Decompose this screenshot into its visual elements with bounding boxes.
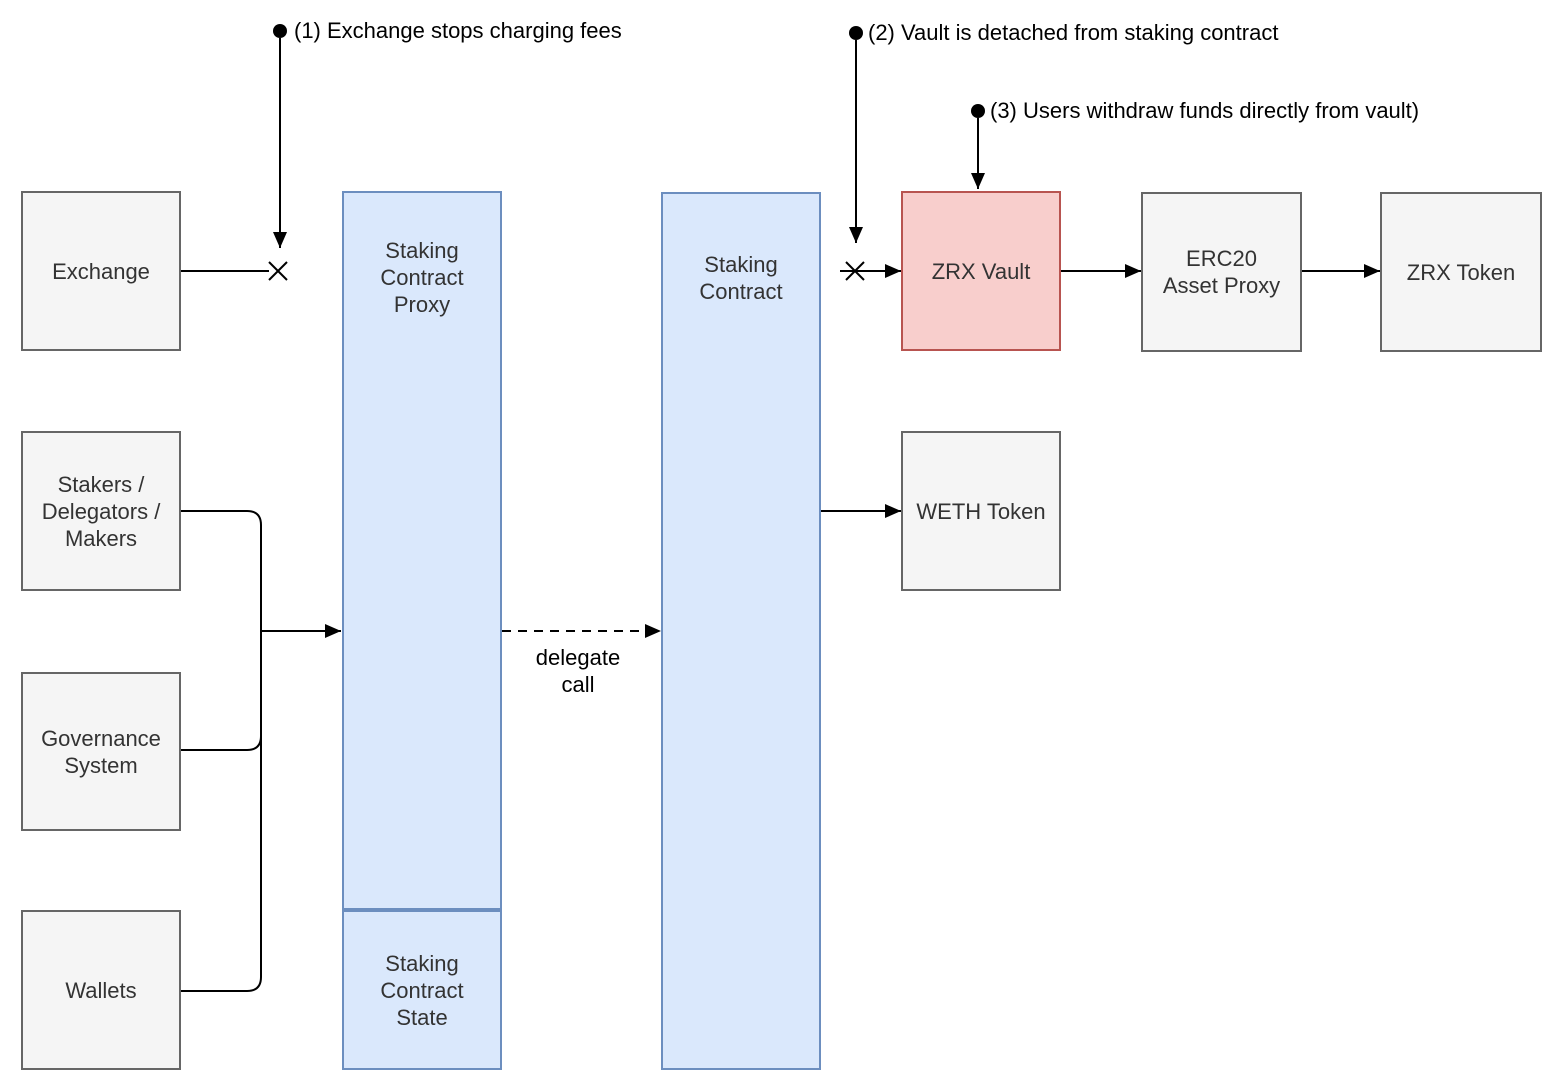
node-stakers-delegators-makers: Stakers / Delegators / Makers — [21, 431, 181, 591]
node-erc20-asset-proxy: ERC20 Asset Proxy — [1141, 192, 1302, 352]
annotation-1-pointer — [273, 24, 287, 248]
node-weth-token: WETH Token — [901, 431, 1061, 591]
node-staking-contract-label: Staking Contract — [699, 252, 783, 304]
node-staking-contract-proxy-label: Staking Contract Proxy — [380, 237, 464, 317]
node-zrx-token-label: ZRX Token — [1406, 259, 1516, 285]
node-staking-contract-state: Staking Contract State — [342, 910, 502, 1070]
node-exchange-label: Exchange — [52, 258, 150, 284]
node-staking-contract-labelwrap: Staking Contract — [663, 194, 819, 362]
edge-exchange-severed — [181, 261, 288, 281]
node-zrx-vault-label: ZRX Vault — [931, 258, 1031, 284]
annotation-3-pointer — [971, 104, 985, 189]
node-weth-token-label: WETH Token — [916, 498, 1046, 524]
annotation-1-text: (1) Exchange stops charging fees — [294, 18, 622, 43]
delegate-call-label: delegate call — [535, 645, 621, 697]
node-exchange: Exchange — [21, 191, 181, 351]
node-stakers-label: Stakers / Delegators / Makers — [41, 471, 161, 551]
edge-contract-vault-severed — [840, 261, 901, 281]
annotation-2-text: (2) Vault is detached from staking contr… — [868, 20, 1279, 45]
node-wallets: Wallets — [21, 910, 181, 1070]
node-staking-contract-state-label: Staking Contract State — [380, 950, 464, 1030]
node-zrx-vault: ZRX Vault — [901, 191, 1061, 351]
node-erc20-asset-proxy-label: ERC20 Asset Proxy — [1162, 246, 1281, 298]
node-zrx-token: ZRX Token — [1380, 192, 1542, 352]
annotation-2-pointer — [849, 26, 863, 243]
node-staking-contract: Staking Contract — [661, 192, 821, 1070]
node-wallets-label: Wallets — [65, 977, 137, 1003]
node-staking-contract-proxy-labelwrap: Staking Contract Proxy — [344, 193, 500, 361]
edge-users-trunk — [181, 510, 341, 992]
node-governance-system: Governance System — [21, 672, 181, 831]
node-staking-contract-proxy: Staking Contract Proxy — [342, 191, 502, 910]
annotation-3-text: (3) Users withdraw funds directly from v… — [990, 98, 1420, 123]
node-governance-label: Governance System — [41, 725, 161, 778]
